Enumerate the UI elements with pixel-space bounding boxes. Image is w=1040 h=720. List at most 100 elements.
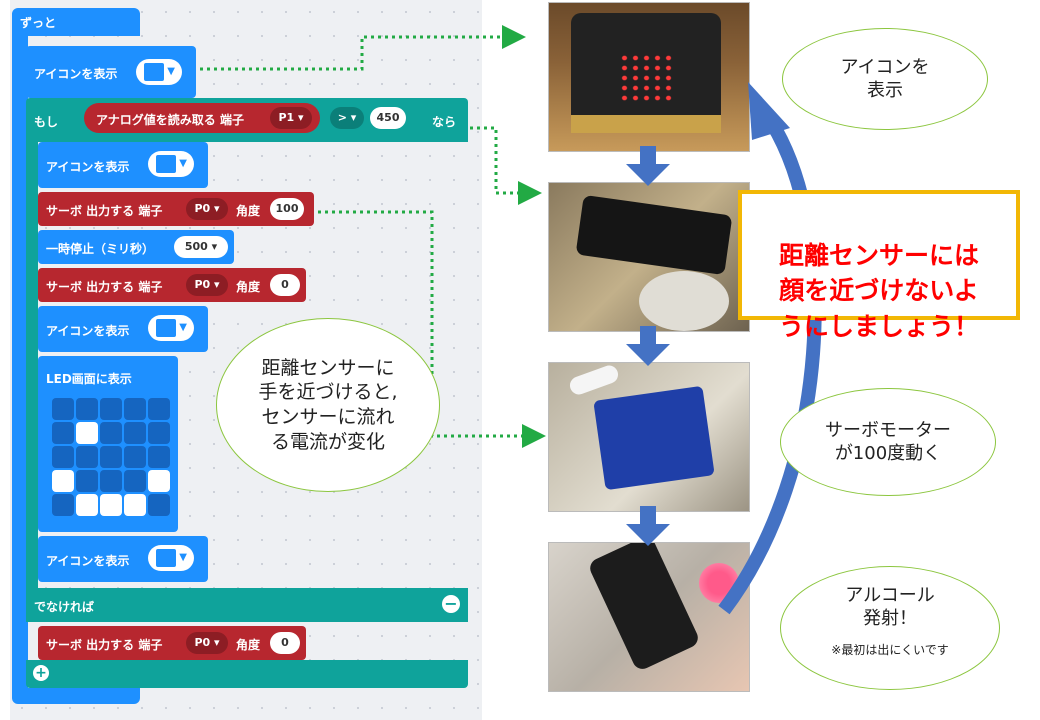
microbit-led-matrix (619, 53, 675, 103)
threshold-input[interactable]: 450 (370, 107, 406, 129)
led-show-label: LED画面に表示 (46, 372, 132, 386)
servo-label-2: サーボ 出力する 端子 (46, 280, 163, 294)
led-cell[interactable] (100, 422, 122, 444)
led-cell[interactable] (100, 470, 122, 492)
led-cell[interactable] (52, 446, 74, 468)
else-block[interactable] (26, 588, 468, 622)
led-cell[interactable] (52, 398, 74, 420)
callout-show-icon-text: アイコンを 表示 (840, 56, 930, 101)
led-cell[interactable] (52, 494, 74, 516)
else-label: でなければ (34, 600, 95, 614)
return-arrow-head (748, 82, 790, 140)
down-arrow-2 (626, 326, 670, 366)
angle-label-1: 角度 (236, 204, 261, 218)
chevron-down-icon: ▼ (167, 66, 175, 77)
show-icon-label-2: アイコンを表示 (46, 160, 130, 174)
servo-label-1: サーボ 出力する 端子 (46, 204, 163, 218)
show-icon-label-3: アイコンを表示 (46, 324, 130, 338)
servo-block-else[interactable] (38, 626, 306, 660)
pause-label: 一時停止（ミリ秒） (46, 242, 155, 256)
led-cell[interactable] (148, 446, 170, 468)
icon-preview (156, 549, 176, 567)
angle-input-0[interactable]: 0 (270, 274, 300, 296)
chevron-down-icon: ▼ (179, 322, 187, 333)
led-cell[interactable] (76, 470, 98, 492)
led-cell[interactable] (52, 470, 74, 492)
warning-text: 距離センサーには 顔を近づけないよ うにしましょう！ (778, 240, 979, 341)
icon-preview (144, 63, 164, 81)
icon-selector-2[interactable]: ▼ (148, 151, 194, 177)
led-cell[interactable] (148, 470, 170, 492)
analog-read-label: アナログ値を読み取る 端子 (96, 113, 244, 127)
microbit-edge-connector (571, 115, 721, 133)
icon-preview (156, 155, 176, 173)
led-cell[interactable] (76, 446, 98, 468)
icon-selector-3[interactable]: ▼ (148, 315, 194, 341)
callout-sensor-text: 距離センサーに 手を近づけると, センサーに流れ る電流が変化 (258, 356, 398, 453)
pin-p1-dropdown[interactable]: P1 ▾ (270, 107, 312, 129)
return-arrow (718, 116, 822, 615)
chevron-down-icon: ▼ (179, 158, 187, 169)
pin-p0-dropdown-1[interactable]: P0 ▾ (186, 198, 228, 220)
led-cell[interactable] (124, 446, 146, 468)
led-cell[interactable] (100, 398, 122, 420)
led-cell[interactable] (124, 494, 146, 516)
pause-value-dropdown[interactable]: 500 ▾ (174, 236, 228, 258)
led-cell[interactable] (124, 422, 146, 444)
servo-label-3: サーボ 出力する 端子 (46, 638, 163, 652)
led-cell[interactable] (76, 398, 98, 420)
show-icon-label-1: アイコンを表示 (34, 67, 118, 81)
down-arrow-3 (626, 506, 670, 546)
led-cell[interactable] (148, 494, 170, 516)
angle-input-100[interactable]: 100 (270, 198, 304, 220)
warning-box: 距離センサーには 顔を近づけないよ うにしましょう！ (738, 190, 1020, 341)
servo-photo (548, 362, 750, 512)
link-icon-to-microbit (200, 25, 526, 71)
add-else-icon[interactable]: + (33, 665, 49, 681)
if-spine (26, 140, 38, 592)
forever-spine (12, 30, 28, 688)
callout-sensor: 距離センサーに 手を近づけると, センサーに流れ る電流が変化 (216, 318, 440, 492)
led-cell[interactable] (124, 470, 146, 492)
icon-selector-4[interactable]: ▼ (148, 545, 194, 571)
angle-input-else[interactable]: 0 (270, 632, 300, 654)
led-cell[interactable] (124, 398, 146, 420)
servo-block-0[interactable] (38, 268, 306, 302)
if-bottom[interactable] (26, 660, 468, 688)
if-label: もし (34, 115, 59, 129)
distance-sensor-photo (548, 182, 750, 332)
callout-note: ※最初は出にくいです (831, 642, 949, 657)
led-cell[interactable] (76, 494, 98, 516)
pin-p0-dropdown-2[interactable]: P0 ▾ (186, 274, 228, 296)
led-cell[interactable] (148, 422, 170, 444)
icon-preview (156, 319, 176, 337)
remove-else-icon[interactable]: − (442, 595, 460, 613)
led-cell[interactable] (148, 398, 170, 420)
sensor-ring (639, 271, 729, 331)
microbit-photo (548, 2, 750, 152)
led-cell[interactable] (76, 422, 98, 444)
led-cell[interactable] (52, 422, 74, 444)
forever-label: ずっと (20, 16, 57, 30)
operator-dropdown[interactable]: > ▾ (330, 107, 364, 129)
icon-selector-1[interactable]: ▼ (136, 59, 182, 85)
callout-servo-text: サーボモーター が100度動く (825, 419, 951, 464)
callout-show-icon: アイコンを 表示 (782, 28, 988, 130)
led-cell[interactable] (100, 494, 122, 516)
angle-label-3: 角度 (236, 638, 261, 652)
forever-bottom (12, 688, 140, 704)
callout-alcohol: アルコール 発射！ ※最初は出にくいです (780, 566, 1000, 690)
pin-p0-dropdown-3[interactable]: P0 ▾ (186, 632, 228, 654)
then-label: なら (432, 115, 457, 129)
down-arrow-1 (626, 146, 670, 186)
forever-block[interactable] (12, 8, 140, 36)
link-if-to-sensor (470, 126, 542, 205)
link-servo-to-servo-photo (318, 210, 546, 448)
angle-label-2: 角度 (236, 280, 261, 294)
callout-alcohol-text: アルコール 発射！ (845, 584, 935, 630)
chevron-down-icon: ▼ (179, 552, 187, 563)
show-icon-label-4: アイコンを表示 (46, 554, 130, 568)
led-cell[interactable] (100, 446, 122, 468)
servo-block-100[interactable] (38, 192, 314, 226)
